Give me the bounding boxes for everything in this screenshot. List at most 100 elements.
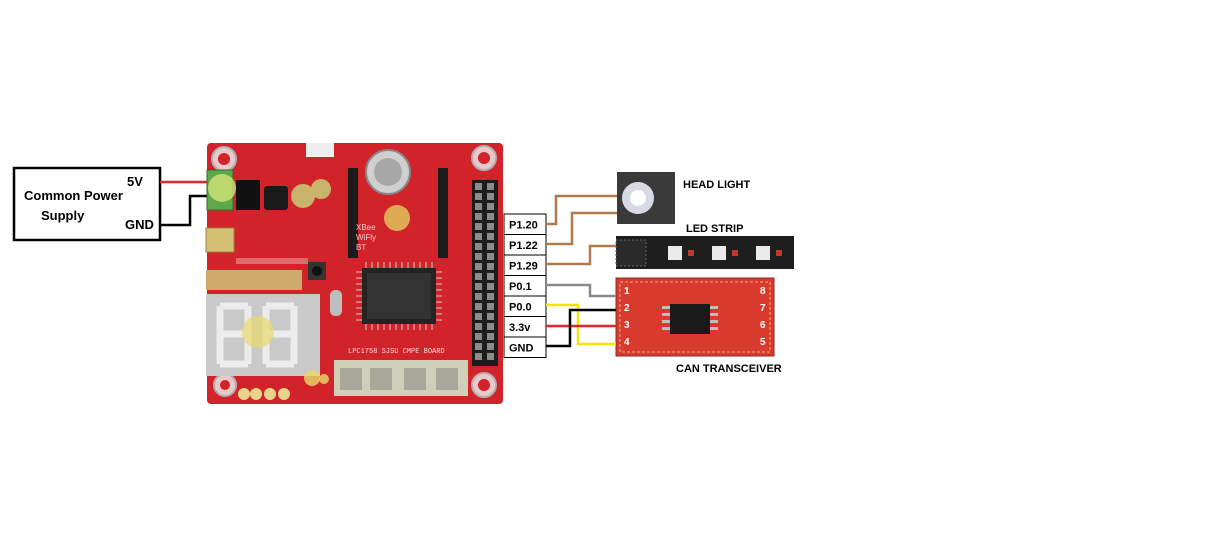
seven-segment-digits [216,302,298,368]
can-transceiver: 1 2 3 4 8 7 6 5 CAN TRANSCEIVER [615,277,782,375]
can-pin-labels-left: 1 2 3 4 [624,286,630,348]
xbee-label-1: XBee [356,223,376,232]
head-light-label: HEAD LIGHT [683,179,751,191]
header-pin [475,283,482,290]
wire-p0-0-can [546,303,616,346]
header-pin [487,233,494,240]
regulator [236,180,260,210]
can-pin-number: 3 [624,320,630,331]
signal-wires [546,194,617,348]
can-pin-number: 7 [760,303,766,314]
mounting-holes [211,145,497,398]
header-pin [475,253,482,260]
wire-gnd-can [546,308,616,348]
header-pin [475,293,482,300]
usb-connector [205,227,235,253]
header-pin [487,313,494,320]
pin-label: P0.1 [509,281,532,293]
header-strip-left [206,270,302,290]
capacitor-1 [264,186,288,210]
bottom-leds [238,370,329,400]
power-supply-box [12,166,162,242]
capacitor-2 [291,184,315,208]
can-pin-number: 1 [624,286,630,297]
header-pin [487,283,494,290]
header-pin [475,223,482,230]
header-pin [475,203,482,210]
mcu-die [367,273,431,319]
header-pin [487,203,494,210]
header-pin [487,213,494,220]
header-pin [487,243,494,250]
switch-buttons [340,368,458,390]
pin-label: P1.22 [509,240,538,252]
can-pin-number: 2 [624,303,630,314]
header-pin [487,193,494,200]
wire-p1-22-headlight [546,211,617,246]
header-pin [487,293,494,300]
power-supply-gnd-label: GND [125,217,154,232]
header-pin [475,263,482,270]
wire-p0-1-can [546,283,616,298]
header-pin [475,233,482,240]
header-pin [487,353,494,360]
header-pin [487,273,494,280]
can-transceiver-label: CAN TRANSCEIVER [676,363,782,375]
header-pin [487,183,494,190]
led-strip-label: LED STRIP [686,223,743,235]
wire-gnd [160,194,214,227]
xbee-label-2: WiFly [356,233,376,242]
power-led-glow [208,174,236,202]
header-pin [487,343,494,350]
header-pin [487,303,494,310]
coin-cell-inner [374,158,402,186]
silkscreen-strip [236,258,308,264]
can-pin-labels-right: 8 7 6 5 [760,286,766,348]
header-pin [487,263,494,270]
header-pin [487,333,494,340]
can-pin-number: 6 [760,320,766,331]
crystal [330,290,342,316]
pin-label: P1.20 [509,220,538,232]
header-pins [475,183,494,360]
pin-label: P1.29 [509,261,538,273]
can-pin-number: 4 [624,337,630,348]
header-pin [487,253,494,260]
header-pin [475,213,482,220]
can-chip [670,304,710,334]
xbee-header-left [348,168,358,258]
wire-p1-20-headlight [546,194,617,226]
led-strip-resistors [688,250,782,256]
header-pin [475,333,482,340]
header-pin [475,343,482,350]
xbee-label-3: BT [356,243,366,252]
header-pin [475,183,482,190]
capacitor-3 [311,179,331,199]
top-header [306,143,334,157]
power-wires [160,180,214,227]
can-pin-number: 5 [760,337,766,348]
header-pin [475,193,482,200]
header-pin [487,323,494,330]
pin-label: GND [509,343,534,355]
can-pin-number: 8 [760,286,766,297]
board-name: LPC1758 SJSU CMPE BOARD [348,348,445,356]
header-pin [475,303,482,310]
power-supply-title-line2: Supply [41,208,85,223]
header-pin [475,273,482,280]
status-led-glow [384,205,410,231]
header-pin [475,243,482,250]
led-strip-leds [668,246,770,260]
lpc1758-board: XBee WiFly BT [205,143,503,404]
header-pin [475,353,482,360]
xbee-header-right [438,168,448,258]
head-light: HEAD LIGHT [617,172,751,224]
head-light-led [630,190,646,206]
header-pin [475,313,482,320]
power-supply-5v-label: 5V [127,174,143,189]
wire-p1-29-ledstrip [546,244,616,266]
can-chip-pins [662,306,718,330]
header-pin [487,223,494,230]
